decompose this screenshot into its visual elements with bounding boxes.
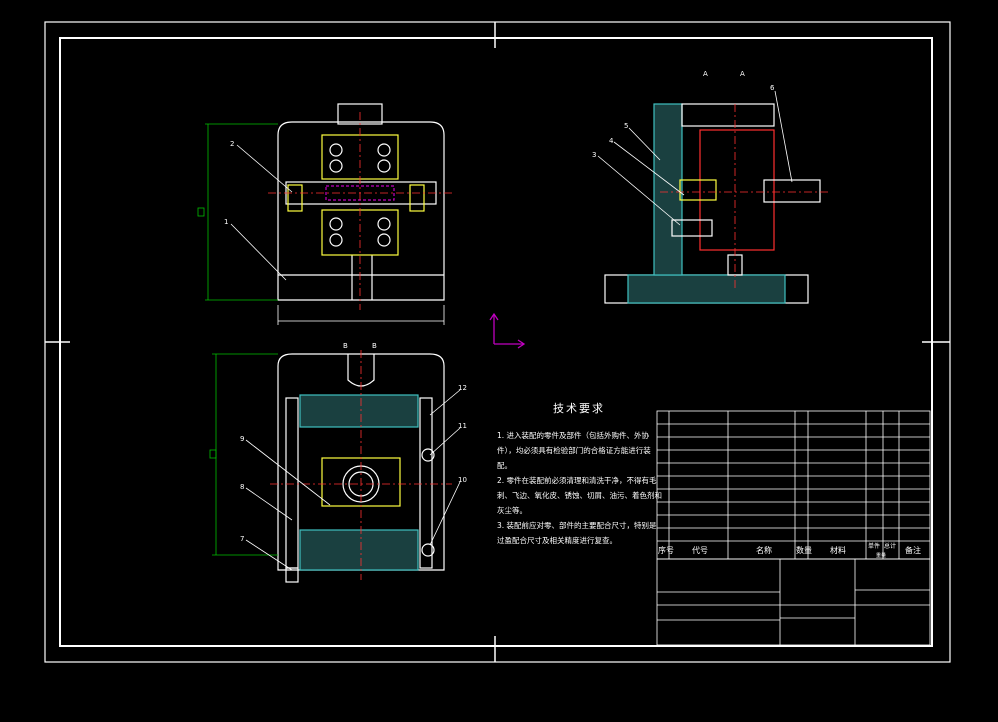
part-label-4: 4 (609, 137, 614, 145)
tech-line: 灰尘等。 (497, 506, 527, 515)
part-label-5: 5 (624, 122, 628, 130)
header-code: 代号 (692, 545, 708, 555)
section-mark-b-right: B (372, 342, 377, 350)
header-unit: 单件 (868, 542, 880, 550)
part-label-12: 12 (458, 384, 467, 392)
part-label-10: 10 (458, 476, 467, 484)
tech-line: 配。 (497, 461, 512, 470)
section-mark-a-right: A (740, 70, 745, 78)
part-label-3: 3 (592, 151, 596, 159)
tech-line: 件），均必须具有检验部门的合格证方能进行装 (497, 446, 651, 455)
part-label-11: 11 (458, 422, 467, 430)
part-label-7: 7 (240, 535, 244, 543)
part-label-6: 6 (770, 84, 775, 92)
header-remarks: 备注 (905, 545, 921, 555)
tech-line: 3. 装配前应对零、部件的主要配合尺寸，特别是 (497, 521, 657, 530)
part-label-2: 2 (230, 140, 234, 148)
section-mark-b-left: B (343, 342, 348, 350)
front-view (277, 103, 445, 301)
parts-list-table (656, 410, 931, 646)
tech-requirements-title: 技术要求 (553, 402, 605, 415)
outer-border (44, 21, 951, 663)
tech-line: 2. 零件在装配前必须清理和清洗干净，不得有毛 (497, 476, 657, 485)
part-label-9: 9 (240, 435, 244, 443)
part-label-8: 8 (240, 483, 244, 491)
section-mark-a-left: A (703, 70, 708, 78)
header-name: 名称 (756, 545, 772, 555)
header-total: 总计 (884, 542, 896, 550)
tech-line: 刺、飞边、氧化皮、锈蚀、切屑、油污、着色剂和 (497, 491, 662, 500)
part-label-1: 1 (224, 218, 228, 226)
header-qty: 数量 (796, 545, 812, 555)
side-section-view (604, 103, 821, 304)
header-seq: 序号 (658, 545, 674, 555)
header-weight: 重量 (876, 552, 886, 559)
header-material: 材料 (830, 545, 846, 555)
top-section-view (277, 353, 445, 583)
tech-line: 1. 进入装配的零件及部件（包括外购件、外协 (497, 431, 650, 440)
tech-line: 过盈配合尺寸及相关精度进行复查。 (497, 536, 617, 545)
